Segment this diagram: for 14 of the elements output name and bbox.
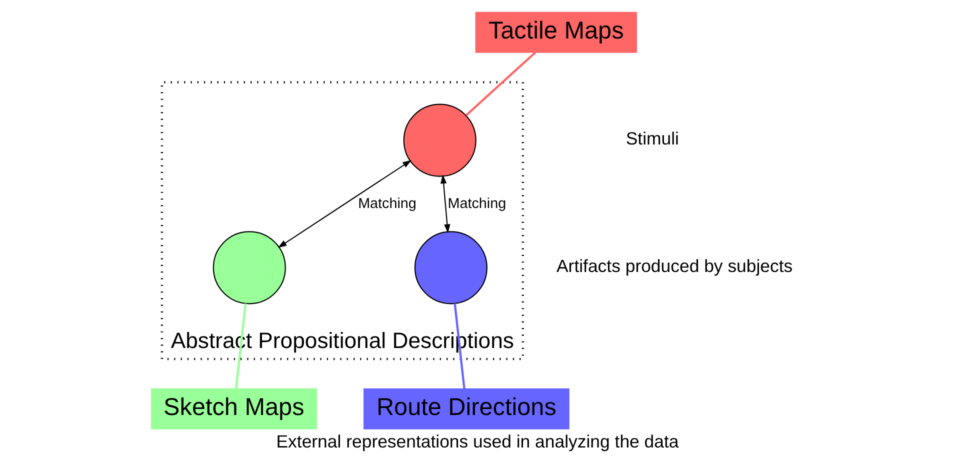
- label: Artifacts produced by subjects: [556, 256, 792, 276]
- connector: [453, 303, 465, 389]
- caption: External representations used in analyzing the data: [276, 431, 678, 452]
- node-circle: [414, 231, 487, 304]
- node-box: Tactile Maps: [474, 12, 636, 53]
- connector: [234, 303, 246, 389]
- connector: [464, 52, 536, 116]
- node-box: Route Directions: [362, 388, 569, 430]
- arrow: [277, 160, 411, 248]
- node-box: Sketch Maps: [150, 388, 316, 430]
- edge-label: Matching: [358, 196, 416, 212]
- edge-label: Matching: [447, 196, 506, 212]
- arrow: [440, 174, 450, 234]
- label: Stimuli: [625, 128, 678, 149]
